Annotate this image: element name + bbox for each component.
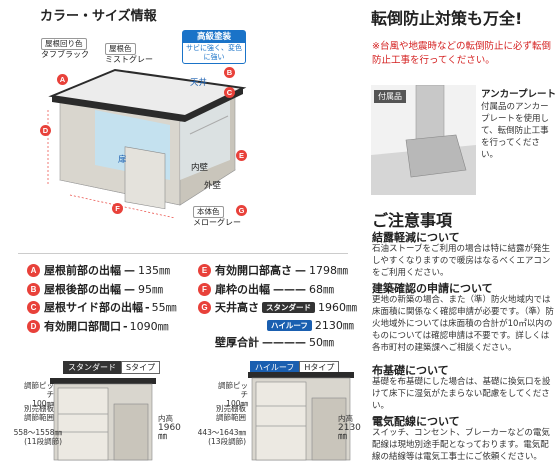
color-size-title: カラー・サイズ情報 bbox=[40, 9, 157, 24]
spec-e: E 有効開口部高さ—1798㎜ bbox=[198, 262, 348, 278]
coating-badge: 高級塗装 サビに強く、変色に強い bbox=[182, 30, 246, 64]
std-inner-label: 内高 bbox=[158, 414, 173, 423]
section-body-condensation: 石油ストーブをご利用の場合は特に結露が発生しやすくなりますので暖房はなるべくエア… bbox=[372, 244, 551, 278]
section-title-condensation: 結露軽減について bbox=[372, 231, 460, 244]
marker-f: F bbox=[112, 203, 123, 214]
spec-g-hi: ハイルーフ 2130㎜ bbox=[264, 317, 354, 333]
standard-type-box: スタンダード Sタイプ bbox=[63, 361, 161, 374]
std-range: 558～1558㎜ (11段調節) bbox=[13, 428, 62, 446]
caution-title: ご注意事項 bbox=[372, 211, 453, 230]
marker-a: A bbox=[57, 74, 68, 85]
spec-c: C 屋根サイド部の出幅-55㎜ bbox=[27, 299, 177, 315]
inner-wall-label: 内壁 bbox=[191, 163, 209, 173]
marker-c: C bbox=[224, 87, 235, 98]
spec-b: B 屋根後部の出幅—95㎜ bbox=[27, 281, 163, 297]
standard-tag: スタンダード bbox=[262, 301, 315, 313]
hi-shelf-label: 別売棚板 調節範囲 bbox=[216, 404, 246, 422]
outer-wall-label: 外壁 bbox=[204, 181, 222, 191]
hi-inner-h: 2130 ㎜ bbox=[338, 423, 361, 442]
hi-range: 443～1643㎜ (13段調節) bbox=[197, 428, 246, 446]
anti-tip-warning: ※台風や地震時などの転倒防止に必ず転倒防止工事を行ってください。 bbox=[372, 41, 551, 66]
hi-pitch: 調節ピッチ 100㎜ bbox=[218, 381, 248, 408]
section-body-permit: 更地の新築の場合、また（準）防火地域内では床面積に関係なく確認申請が必要です。（… bbox=[372, 295, 554, 353]
hiroof-tag: ハイルーフ bbox=[267, 319, 312, 331]
accessory-tag: 付属品 bbox=[374, 90, 406, 103]
spec-a: A 屋根前部の出幅—135㎜ bbox=[27, 262, 170, 278]
divider bbox=[18, 253, 348, 254]
roof-edge-callout: 屋根回り色 タフブラック bbox=[41, 38, 89, 59]
section-title-permit: 建築確認の申請について bbox=[372, 282, 493, 295]
door-label: 扉 bbox=[118, 155, 127, 165]
spec-d: D 有効開口部間口-1090㎜ bbox=[27, 318, 169, 334]
ceiling-label: 天井 bbox=[190, 78, 208, 88]
body-color-callout: 本体色 メローグレー bbox=[193, 206, 241, 227]
standard-front-view bbox=[50, 378, 156, 461]
marker-g: G bbox=[236, 205, 247, 216]
hiroof-type-box: ハイルーフ Hタイプ bbox=[250, 361, 340, 374]
hi-inner-label: 内高 bbox=[338, 414, 353, 423]
marker-d: D bbox=[40, 125, 51, 136]
marker-b: B bbox=[224, 67, 235, 78]
hiroof-front-view bbox=[248, 372, 354, 461]
spec-f: F 扉枠の出幅———68㎜ bbox=[198, 281, 334, 297]
std-shelf-label: 別売棚板 調節範囲 bbox=[24, 404, 54, 422]
spec-wall: 壁厚合計————50㎜ bbox=[215, 335, 334, 350]
spec-g: G 天井高さ スタンダード 1960㎜ bbox=[198, 299, 357, 315]
anchor-body: 付属品のアンカープレートを使用して、転倒防止工事を行ってください。 bbox=[481, 102, 550, 160]
anti-tip-title: 転倒防止対策も万全! bbox=[371, 9, 523, 28]
std-pitch: 調節ピッチ 100㎜ bbox=[24, 381, 54, 408]
section-title-foundation: 布基礎について bbox=[372, 364, 449, 377]
std-inner-h: 1960 ㎜ bbox=[158, 423, 181, 442]
marker-e: E bbox=[236, 150, 247, 161]
anchor-title: アンカープレート bbox=[481, 89, 557, 100]
section-title-wiring: 電気配線について bbox=[372, 415, 460, 428]
shed-illustration bbox=[47, 68, 247, 219]
roof-color-callout: 屋根色 ミストグレー bbox=[105, 43, 153, 64]
anchor-plate-image bbox=[371, 85, 476, 195]
section-body-foundation: 基礎を布基礎にした場合は、基礎に換気口を設けて床下に湿気がたまらない配慮をしてく… bbox=[372, 377, 551, 411]
section-body-wiring: スイッチ、コンセント、ブレーカーなどの電気配線は現地別途手配となっております。電… bbox=[372, 428, 550, 462]
